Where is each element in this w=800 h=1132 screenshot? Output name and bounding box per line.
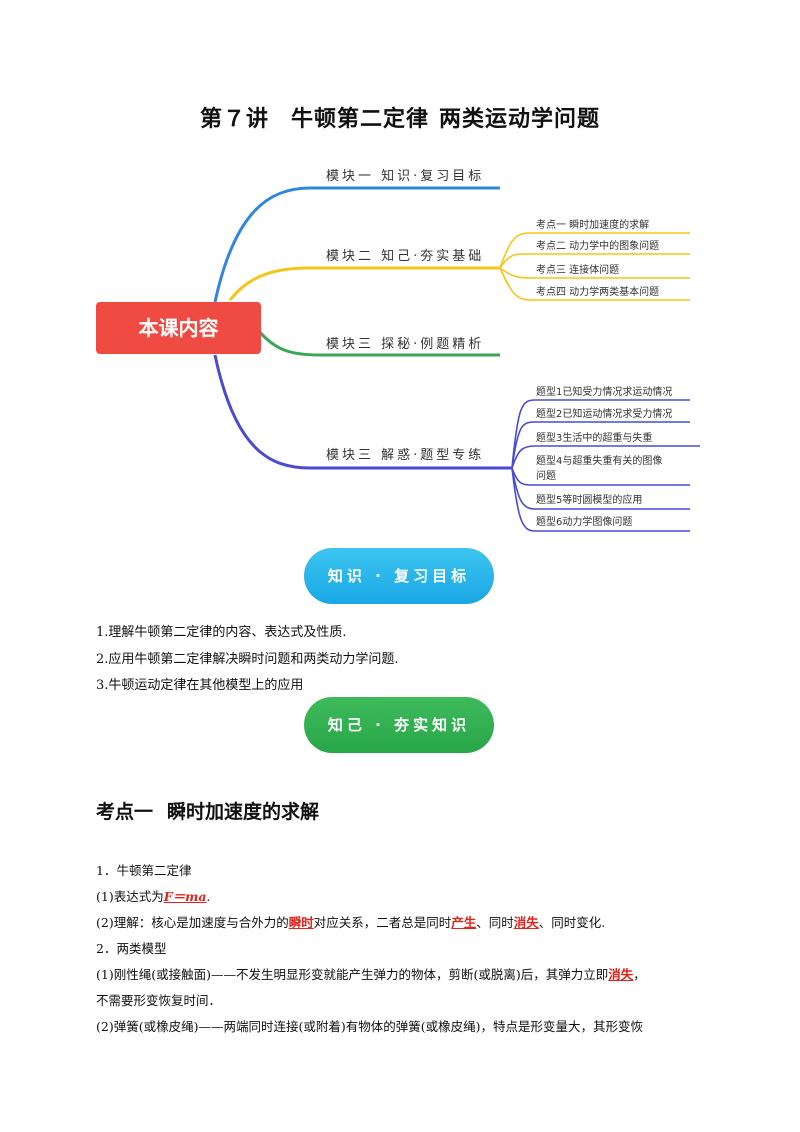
mindmap-connectors [213,186,700,532]
body-line-6: 不需要形变恢复时间． [96,993,222,1008]
keyword-produce: 产生 [451,915,477,930]
keyword-vanish: 消失 [513,915,539,930]
branch-4-leaf-connectors [511,399,700,532]
branch-label-2: 模块二 知己·夯实基础 [326,249,485,264]
leaf-tixing-5: 题型5等时圆模型的应用 [536,495,643,506]
leaf-kaodian-4: 考点四 动力学两类基本问题 [536,287,660,298]
goal-3: 3.牛顿运动定律在其他模型上的应用 [96,678,304,693]
body-line-3: (2)理解：核心是加速度与合外力的瞬时对应关系，二者总是同时产生、同时消失、同时… [96,915,606,930]
branch-2-connector [228,266,500,301]
leaf-tixing-4: 题型4与超重失重有关的图像 [536,456,663,467]
leaf-tixing-6: 题型6动力学图像问题 [536,517,633,528]
goal-2: 2.应用牛顿第二定律解决瞬时问题和两类动力学问题. [96,652,399,667]
leaf-tixing-4-cont: 问题 [536,471,556,482]
body-line-1: 1．牛顿第二定律 [96,863,192,878]
section-pill-basics: 知己 · 夯实知识 [304,697,494,753]
section-heading: 考点一瞬时加速度的求解 [96,797,319,824]
leaf-tixing-2: 题型2已知运动情况求受力情况 [536,409,673,420]
leaf-tixing-1: 题型1已知受力情况求运动情况 [536,387,673,398]
leaf-kaodian-3: 考点三 连接体问题 [536,265,620,276]
branch-label-4: 模块三 解惑·题型专练 [326,448,485,463]
keyword-vanish-2: 消失 [608,967,634,982]
branch-1-connector [213,186,500,303]
section-title: 瞬时加速度的求解 [167,801,320,823]
leaf-kaodian-1: 考点一 瞬时加速度的求解 [536,220,650,231]
mindmap-center: 本课内容 [96,302,261,354]
lecture-topic: 牛顿第二定律 [290,107,429,132]
branch-4-connector [213,354,512,470]
section-pill-goals: 知识 · 复习目标 [304,548,494,604]
lecture-subtopic: 两类运动学问题 [439,107,601,132]
branch-label-1: 模块一 知识·复习目标 [326,169,485,184]
body-line-5: (1)刚性绳(或接触面)——不发生明显形变就能产生弹力的物体，剪断(或脱离)后，… [96,967,646,982]
section-number: 考点一 [96,801,154,823]
lecture-number: 第７讲 [199,107,269,132]
body-line-4: 2．两类模型 [96,941,167,956]
page-title: 第７讲牛顿第二定律两类运动学问题 [0,101,800,133]
branch-2-leaf-connectors [499,232,690,301]
goal-1: 1.理解牛顿第二定律的内容、表达式及性质. [96,625,347,640]
leaf-tixing-3: 题型3生活中的超重与失重 [536,433,653,444]
branch-3-connector [256,329,500,357]
branch-label-3: 模块三 探秘·例题精析 [326,337,485,352]
keyword-instant: 瞬时 [288,915,314,930]
formula-f-ma: F＝ma [163,889,207,904]
body-line-2: (1)表达式为F＝ma. [96,889,211,904]
body-line-7: (2)弹簧(或橡皮绳)——两端同时连接(或附着)有物体的弹簧(或橡皮绳)，特点是… [96,1019,643,1034]
leaf-kaodian-2: 考点二 动力学中的图象问题 [536,241,660,252]
